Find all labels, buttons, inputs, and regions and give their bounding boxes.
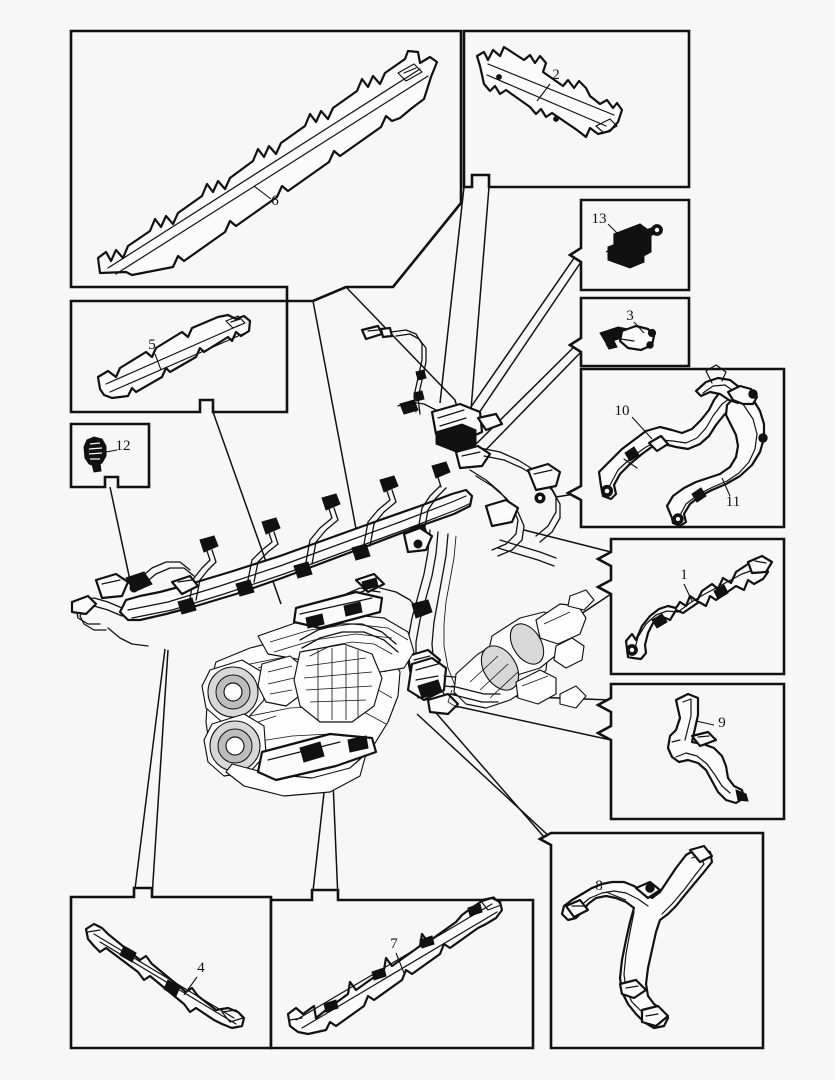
part-1-wiring-harness-bracket-rail-right [624,554,774,661]
detail-box-6[interactable]: 6 [69,29,463,303]
part-9-harness-angle-bracket [666,692,749,805]
harness-bundle-right [469,447,562,567]
detail-box-7[interactable]: 7 [269,888,535,1050]
leader-lines [109,186,612,901]
part-12-wire-grommet-clip [83,436,107,473]
detail-box-13[interactable]: 13 [567,198,691,292]
callout-number-7: 7 [390,936,398,952]
harness-over-engine [292,572,421,657]
callout-number-13: 13 [592,211,607,227]
detail-box-1[interactable]: 1 [595,537,786,676]
callout-number-1: 1 [680,567,688,583]
detail-box-8[interactable]: 8 [537,831,765,1050]
detail-box-9[interactable]: 9 [595,682,786,821]
callout-number-3: 3 [626,308,634,324]
part-3-sensor-lead-connector [599,324,657,352]
accessory-pulleys [201,659,277,777]
part-11-harness-conduit-right [665,364,768,528]
harness-guide-rail-installed [118,488,474,622]
detail-box-3[interactable]: 3 [567,296,691,368]
harness-branch-left [70,561,200,647]
detail-box-10-11[interactable]: 10 11 [565,364,786,529]
callout-number-4: 4 [197,960,205,976]
detail-box-5[interactable]: 5 [69,299,289,414]
starter-motor [447,589,595,709]
part-8-harness-cross-bracket-assembly [560,844,714,1030]
lower-mount-bracket [256,732,378,782]
part-2-harness-support-rail-upper [475,45,624,139]
part-5-harness-retainer-channel [96,313,252,400]
detail-box-4[interactable]: 4 [69,886,273,1050]
callout-number-8: 8 [595,878,603,894]
callout-number-2: 2 [552,67,560,83]
callout-number-6: 6 [271,193,279,209]
part-6-main-harness-guide-rail [96,49,439,277]
part-7-harness-trough-rail-long [286,896,504,1036]
sensor-lead-with-connector [360,324,427,415]
callout-number-12: 12 [116,438,131,454]
main-connector-block [397,399,504,470]
part-4-harness-channel-rail-lower-left [84,922,246,1030]
callout-number-10: 10 [615,403,630,419]
detail-box-12[interactable]: 12 [69,422,151,489]
callout-number-5: 5 [148,337,156,353]
central-engine-harness-assembly [70,324,595,797]
callout-number-9: 9 [718,715,726,731]
callout-number-11: 11 [726,494,740,510]
injector-branch-wires [189,461,451,601]
detail-box-2[interactable]: 2 [462,29,691,189]
